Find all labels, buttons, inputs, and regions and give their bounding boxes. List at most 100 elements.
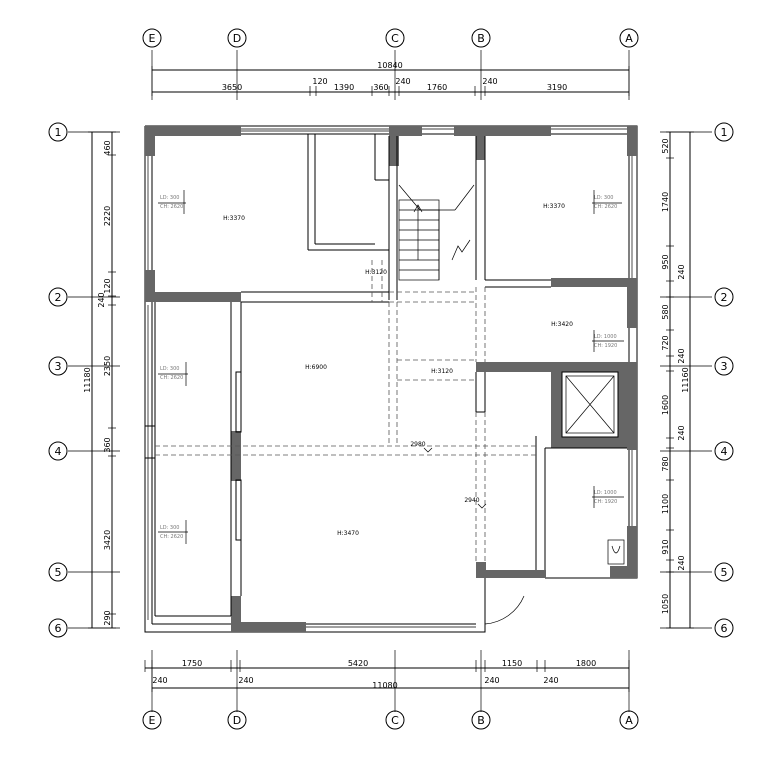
window-tag-ch: CH: 1920 <box>594 343 617 349</box>
left-dimensions: 460 2220 120 240 2350 360 3420 290 11180 <box>83 131 116 629</box>
axis-label-a: A <box>625 714 633 727</box>
dim-left-segment: 120 <box>103 278 112 293</box>
dim-bottom-wall: 240 <box>484 676 499 685</box>
dim-right-segment: 1050 <box>661 594 670 614</box>
axis-label-4: 4 <box>721 445 728 458</box>
axis-label-d: D <box>233 32 241 45</box>
floor-level-label: 2980 <box>410 441 425 448</box>
axis-label-c: C <box>391 32 399 45</box>
dim-right-segment: 720 <box>661 335 670 350</box>
dim-top-segment: 120 <box>312 77 327 86</box>
dim-bottom-segment: 1150 <box>502 659 522 668</box>
top-dimensions: 10840 3650 120 1390 360 240 1760 240 319… <box>151 61 630 96</box>
dim-right-segment: 1100 <box>661 494 670 514</box>
dim-left-segment: 240 <box>97 292 106 307</box>
axis-label-e: E <box>149 714 156 727</box>
dim-right-segment: 910 <box>661 539 670 554</box>
level-markers: 2980 2940 <box>410 441 487 509</box>
axis-label-3: 3 <box>721 360 728 373</box>
axis-label-b: B <box>477 714 485 727</box>
window-tag-ch: CH: 2620 <box>160 375 183 381</box>
dim-bottom-wall: 240 <box>238 676 253 685</box>
room-heights: H:3370 H:3120 H:3370 H:3420 H:6900 H:312… <box>223 203 573 537</box>
dim-right-segment: 1740 <box>661 192 670 212</box>
axis-label-e: E <box>149 32 156 45</box>
window-tag-ch: CH: 2620 <box>160 534 183 540</box>
dim-top-segment: 360 <box>373 83 388 92</box>
window-tag: LD: 1000 CH: 1920 <box>592 330 624 352</box>
window-tag-ld: LD: 300 <box>160 525 179 531</box>
dim-top-segment: 1390 <box>334 83 354 92</box>
window-tag-ld: LD: 300 <box>160 366 179 372</box>
bottom-dimensions: 1750 5420 1150 1800 240 240 240 240 1108… <box>144 659 630 692</box>
axis-label-6: 6 <box>55 622 62 635</box>
dim-right-segment: 1600 <box>661 395 670 415</box>
window-tag-ch: CH: 1920 <box>594 499 617 505</box>
window-tag: LD: 300 CH: 2620 <box>158 190 186 214</box>
dim-top-segment: 3190 <box>547 83 567 92</box>
dim-bottom-segment: 5420 <box>348 659 368 668</box>
window-tag: LD: 300 CH: 2620 <box>158 520 188 544</box>
axis-label-5: 5 <box>55 566 62 579</box>
right-dimensions: 520 1740 950 240 580 720 240 1600 240 78… <box>661 131 694 629</box>
dim-left-segment: 290 <box>103 610 112 625</box>
staircase <box>398 184 475 281</box>
window-tag-ld: LD: 1000 <box>594 490 617 496</box>
dim-left-segment: 360 <box>103 437 112 452</box>
window-tag-ld: LD: 300 <box>594 195 613 201</box>
axis-label-a: A <box>625 32 633 45</box>
axis-label-c: C <box>391 714 399 727</box>
window-tag-ld: LD: 300 <box>160 195 179 201</box>
dim-top-segment: 240 <box>395 77 410 86</box>
dim-right-segment: 580 <box>661 304 670 319</box>
room-height-label: H:3370 <box>543 203 565 210</box>
window-tag-ch: CH: 2620 <box>594 204 617 210</box>
dim-left-segment: 2220 <box>103 206 112 226</box>
room-height-label: H:3470 <box>337 530 359 537</box>
toilet-fixture <box>607 539 625 565</box>
dim-right-segment: 240 <box>677 264 686 279</box>
dim-right-segment: 520 <box>661 138 670 153</box>
beam-lines <box>155 260 536 562</box>
room-height-label: H:6900 <box>305 364 327 371</box>
dim-left-segment: 460 <box>103 140 112 155</box>
dim-bottom-segment: 1800 <box>576 659 596 668</box>
window-tag-ch: CH: 2620 <box>160 204 183 210</box>
dim-top-segment: 3650 <box>222 83 242 92</box>
dim-right-segment: 240 <box>677 555 686 570</box>
axis-label-d: D <box>233 714 241 727</box>
dim-bottom-wall: 240 <box>152 676 167 685</box>
axis-label-5: 5 <box>721 566 728 579</box>
room-height-label: H:3120 <box>365 269 387 276</box>
window-tag: LD: 300 CH: 2620 <box>158 362 188 386</box>
dim-bottom-wall: 240 <box>543 676 558 685</box>
dim-top-segment: 240 <box>482 77 497 86</box>
floor-level-label: 2940 <box>464 497 479 504</box>
elevator-shaft <box>561 371 619 438</box>
room-height-label: H:3120 <box>431 368 453 375</box>
axis-label-b: B <box>477 32 485 45</box>
dim-left-segment: 3420 <box>103 530 112 550</box>
dim-bottom-segment: 1750 <box>182 659 202 668</box>
axis-label-3: 3 <box>55 360 62 373</box>
entry-door <box>484 578 525 625</box>
window-tag: LD: 1000 CH: 1920 <box>592 486 624 508</box>
window-tags: LD: 300 CH: 2620 LD: 300 CH: 2620 LD: 10… <box>158 190 624 544</box>
interior-walls <box>144 134 627 617</box>
axis-label-6: 6 <box>721 622 728 635</box>
dim-left-segment: 2350 <box>103 356 112 376</box>
axis-label-1: 1 <box>721 126 728 139</box>
dim-top-total: 10840 <box>377 61 402 70</box>
axis-label-4: 4 <box>55 445 62 458</box>
axis-label-2: 2 <box>721 291 728 304</box>
dim-right-total: 11160 <box>681 367 690 392</box>
window-tag-ld: LD: 1000 <box>594 334 617 340</box>
windows <box>147 128 633 628</box>
dim-bottom-total: 11080 <box>372 681 397 690</box>
axis-bubbles-bottom: E D C B A <box>142 710 639 730</box>
window-tag: LD: 300 CH: 2620 <box>592 190 622 214</box>
dim-right-segment: 240 <box>677 348 686 363</box>
axis-label-2: 2 <box>55 291 62 304</box>
room-height-label: H:3370 <box>223 215 245 222</box>
